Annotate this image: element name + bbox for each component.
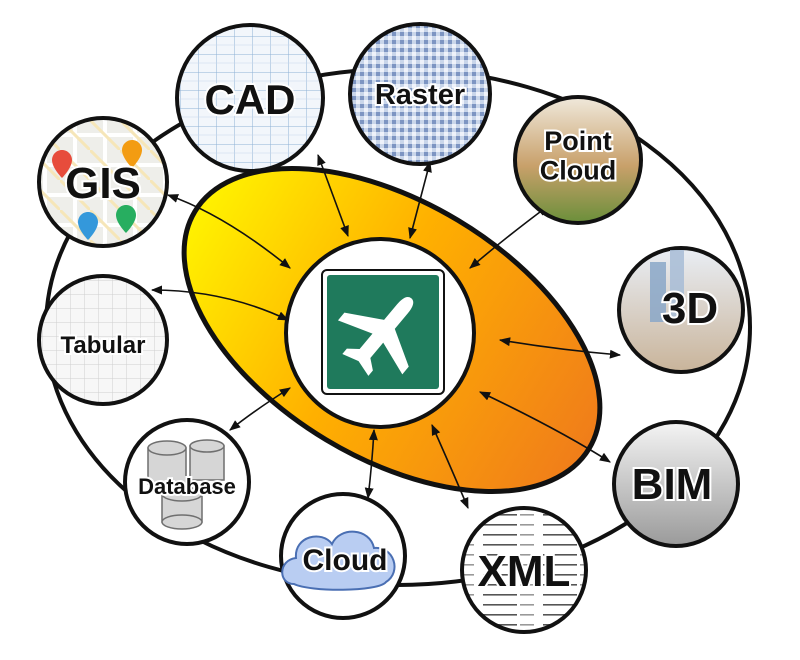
node-label-raster: Raster [375,79,465,111]
node-label-cloud: Cloud [303,544,388,577]
building-icon [670,250,684,322]
arrow-cloud [364,428,378,500]
node-3d: 3D [617,246,745,374]
node-cad: CAD [175,23,325,173]
node-raster: Raster [348,22,492,166]
arrow-database [229,387,291,431]
arrow-raster [408,160,432,240]
connectors [150,153,622,510]
node-label-bim: BIM [632,460,713,509]
arrow-3d [498,337,622,359]
node-bim: BIM [612,420,740,548]
airplane-sign [321,269,445,395]
arrow-bim [478,391,611,463]
arrow-cad [317,153,349,238]
node-label-gis: GIS [65,159,141,208]
arrow-gis [166,194,291,269]
arrow-point-cloud [469,205,549,269]
arrow-tabular [150,285,290,321]
node-gis: GIS [37,116,169,248]
database-icon [147,439,225,530]
map-pin-icon [52,140,142,240]
node-tabular: Tabular [37,274,169,406]
building-icon [650,262,666,322]
node-database: Database [123,418,251,546]
node-cloud: Cloud [279,492,407,620]
node-xml: XML [460,506,588,634]
node-label-cad: CAD [205,76,296,123]
node-label-tabular: Tabular [61,332,146,359]
arrow-xml [431,423,469,510]
cloud-icon [281,530,396,591]
airplane-icon [337,296,414,376]
node-label-3d: 3D [662,284,718,333]
node-label-xml: XML [478,547,571,596]
node-label-database: Database [138,474,236,499]
